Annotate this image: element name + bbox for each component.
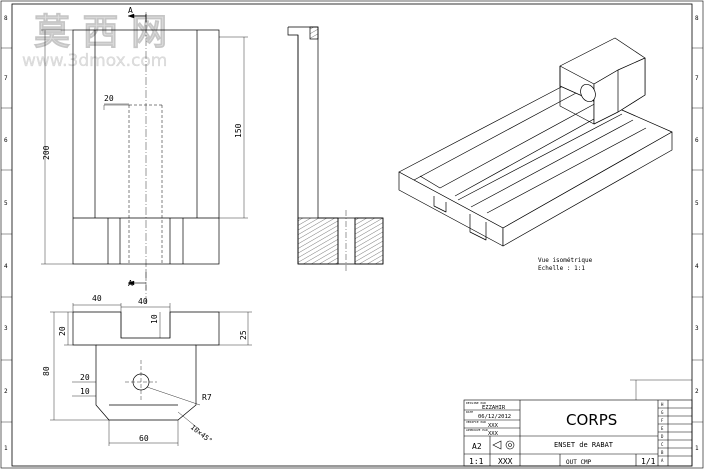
zone-label: 3 xyxy=(695,325,699,332)
dimension-40-mid: 40 xyxy=(138,297,148,306)
section-label-a-top: A xyxy=(128,6,133,15)
drawing-scale: 1:1 xyxy=(469,457,484,466)
checked-value: XXX xyxy=(488,423,499,429)
zone-label: 5 xyxy=(695,200,699,207)
zone-label: 8 xyxy=(4,15,8,22)
drawing-subtitle: ENSET de RABAT xyxy=(554,441,614,449)
rev-letter: B xyxy=(661,450,664,455)
revision-letters: H G F E D C B A xyxy=(661,402,664,463)
approved-value: XXX xyxy=(488,431,499,437)
title-block xyxy=(463,399,693,467)
zone-label: 8 xyxy=(695,15,699,22)
date-value: 06/12/2012 xyxy=(478,414,511,420)
zone-label: 5 xyxy=(4,200,8,207)
zone-label: 4 xyxy=(4,263,8,270)
rev-letter: A xyxy=(661,458,664,463)
isometric-view xyxy=(398,37,673,247)
top-view-dimensions xyxy=(50,280,252,446)
dimension-40-left: 40 xyxy=(92,294,102,303)
zone-label: 6 xyxy=(695,137,699,144)
dimension-chamfer: 10×45° xyxy=(189,423,214,445)
dimension-60: 60 xyxy=(139,434,149,443)
checked-label: VERIFIE PAR xyxy=(466,420,486,424)
zone-label: 1 xyxy=(4,445,8,452)
rev-letter: G xyxy=(661,410,664,415)
zone-label: 1 xyxy=(695,445,699,452)
dimension-height-150: 150 xyxy=(234,123,243,138)
zone-label: 3 xyxy=(4,325,8,332)
zone-label: 6 xyxy=(4,137,8,144)
iso-scale: Echelle : 1:1 xyxy=(538,265,585,272)
rev-letter: H xyxy=(661,402,664,407)
dimension-20: 20 xyxy=(80,373,90,382)
drawing-title: CORPS xyxy=(566,411,617,429)
dimension-height-200: 200 xyxy=(42,145,51,160)
date-label: DATE xyxy=(466,410,473,414)
sheet-number: 1/1 xyxy=(641,457,656,466)
dimension-20-top: 20 xyxy=(58,326,67,336)
drawing-material: OUT CMP xyxy=(566,459,592,466)
watermark-chinese: 莫 西 网 xyxy=(34,12,167,53)
dimension-10-b: 10 xyxy=(80,387,90,396)
zone-label: 7 xyxy=(695,75,699,82)
side-section-view xyxy=(287,26,384,272)
section-label-a-bottom: A xyxy=(128,279,133,288)
author-label: DESSINE PAR xyxy=(466,401,486,405)
zone-labels-left: 8 7 6 5 4 3 2 1 xyxy=(4,15,8,452)
approved-label: APPROUVE PAR xyxy=(466,428,488,432)
top-view xyxy=(72,270,220,421)
dimension-80: 80 xyxy=(42,366,51,376)
zone-label: 4 xyxy=(695,263,699,270)
drawing-mass: XXX xyxy=(498,457,513,466)
front-view-dimensions xyxy=(41,13,248,265)
rev-letter: F xyxy=(661,418,664,423)
dimension-width-20: 20 xyxy=(104,94,114,103)
front-view xyxy=(72,12,220,290)
dimension-25: 25 xyxy=(239,330,248,340)
rev-letter: D xyxy=(661,434,664,439)
zone-label: 2 xyxy=(695,388,699,395)
author-value: EZZAHIR xyxy=(482,405,506,411)
title-block-right-strip xyxy=(630,379,692,400)
iso-caption: Vue isométrique xyxy=(538,257,593,264)
dimension-10: 10 xyxy=(150,314,159,324)
zone-labels-right: 8 7 6 5 4 3 2 1 xyxy=(695,15,699,452)
rev-letter: C xyxy=(661,442,664,447)
zone-label: 2 xyxy=(4,388,8,395)
drawing-format: A2 xyxy=(472,442,482,451)
zone-label: 7 xyxy=(4,75,8,82)
zone-ticks xyxy=(1,47,703,423)
dimension-radius: R7 xyxy=(202,393,212,402)
rev-letter: E xyxy=(661,426,664,431)
